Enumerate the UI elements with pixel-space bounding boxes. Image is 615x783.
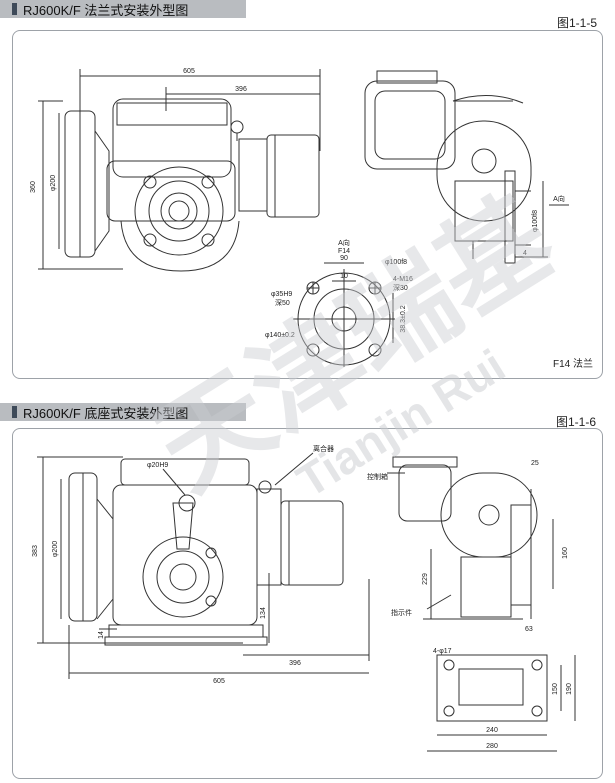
dim-key-38: 38.3±0.2 (400, 305, 407, 332)
section1-drawing: 605 396 360 φ200 A向 F14 90 10 φ100f8 4-M… (30, 68, 593, 370)
dim-bore: φ35H9 (271, 291, 292, 298)
dim-605: 605 (213, 678, 225, 685)
dim-spigot: φ100f8 (385, 259, 407, 266)
dim-base-190: 190 (566, 683, 573, 695)
dim-dia-200: φ200 (50, 175, 57, 191)
label-controller: 控制箱 (367, 472, 388, 481)
dim-view-a: A向 (338, 238, 350, 247)
dim-383: 383 (32, 545, 39, 557)
section2-figure-number: 图1-1-6 (556, 415, 597, 429)
dim-side-view-a: A向 (553, 194, 565, 203)
dim-key-10: 10 (340, 273, 348, 280)
dim-134: 134 (260, 607, 267, 619)
dim-pcd: φ140±0.2 (265, 332, 295, 339)
dim-bore-depth: 深50 (275, 298, 290, 307)
dim-key-90: 90 (340, 255, 348, 262)
section1-title: RJ600K/F 法兰式安装外型图 (23, 2, 189, 18)
section2-drawing: 离合器 控制箱 指示件 φ20H9 φ200 383 14 134 396 60… (32, 444, 576, 752)
section1-caption: F14 法兰 (553, 357, 593, 370)
dim-side-4: 4 (523, 250, 527, 257)
dim-396: 396 (289, 660, 301, 667)
section1-panel: 605 396 360 φ200 A向 F14 90 10 φ100f8 4-M… (12, 30, 603, 379)
dim-14: 14 (98, 631, 105, 639)
section-marker (12, 3, 17, 15)
dim-base-150: 150 (552, 683, 559, 695)
section1-figure-number: 图1-1-5 (557, 16, 598, 30)
dim-396: 396 (235, 86, 247, 93)
dim-63: 63 (525, 626, 533, 633)
dim-hole-depth: 深30 (393, 283, 408, 292)
section2-title: RJ600K/F 底座式安装外型图 (23, 405, 189, 421)
dim-holes: 4-M16 (393, 276, 413, 283)
section2-panel: 离合器 控制箱 指示件 φ20H9 φ200 383 14 134 396 60… (12, 428, 603, 779)
dim-f14: F14 (338, 248, 350, 255)
dim-base-holes: 4-φ17 (433, 648, 452, 655)
label-indicator: 指示件 (391, 608, 412, 617)
section2-title-bar: RJ600K/F 底座式安装外型图 (0, 403, 246, 421)
dim-360: 360 (30, 181, 37, 193)
dim-160: 160 (562, 547, 569, 559)
dim-dia-200: φ200 (52, 541, 59, 557)
label-coupler: 离合器 (313, 444, 334, 453)
dim-shaft: φ20H9 (147, 462, 168, 469)
section1-title-bar: RJ600K/F 法兰式安装外型图 (0, 0, 246, 18)
dim-605: 605 (183, 68, 195, 75)
dim-25: 25 (531, 460, 539, 467)
dim-base-280: 280 (486, 743, 498, 750)
section-marker (12, 406, 17, 418)
dim-229: 229 (422, 573, 429, 585)
dim-side-dia: φ100f8 (532, 210, 539, 232)
dim-base-240: 240 (486, 727, 498, 734)
